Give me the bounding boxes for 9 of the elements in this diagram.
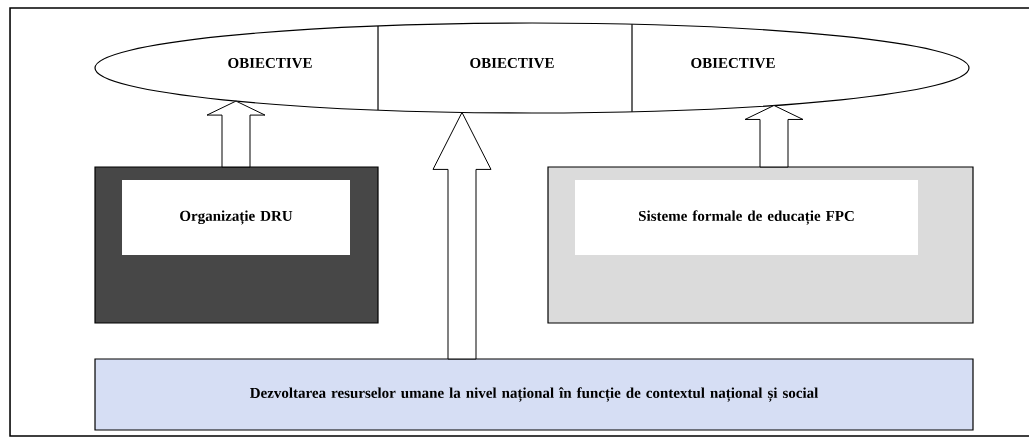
block-arrow xyxy=(432,111,492,360)
ellipse-label: OBIECTIVE xyxy=(470,57,554,69)
base-box: Dezvoltarea resurselor umane la nivel național în funcție de contextul național și social xyxy=(94,358,974,431)
ellipse-label: OBIECTIVE xyxy=(228,57,312,69)
block-arrow xyxy=(206,100,266,168)
patterned-box: Sisteme formale de educație FPC xyxy=(547,166,974,324)
block-arrow xyxy=(744,104,804,168)
patterned-box: Organizație DRU xyxy=(94,166,379,324)
ellipse-label: OBIECTIVE xyxy=(691,57,775,69)
